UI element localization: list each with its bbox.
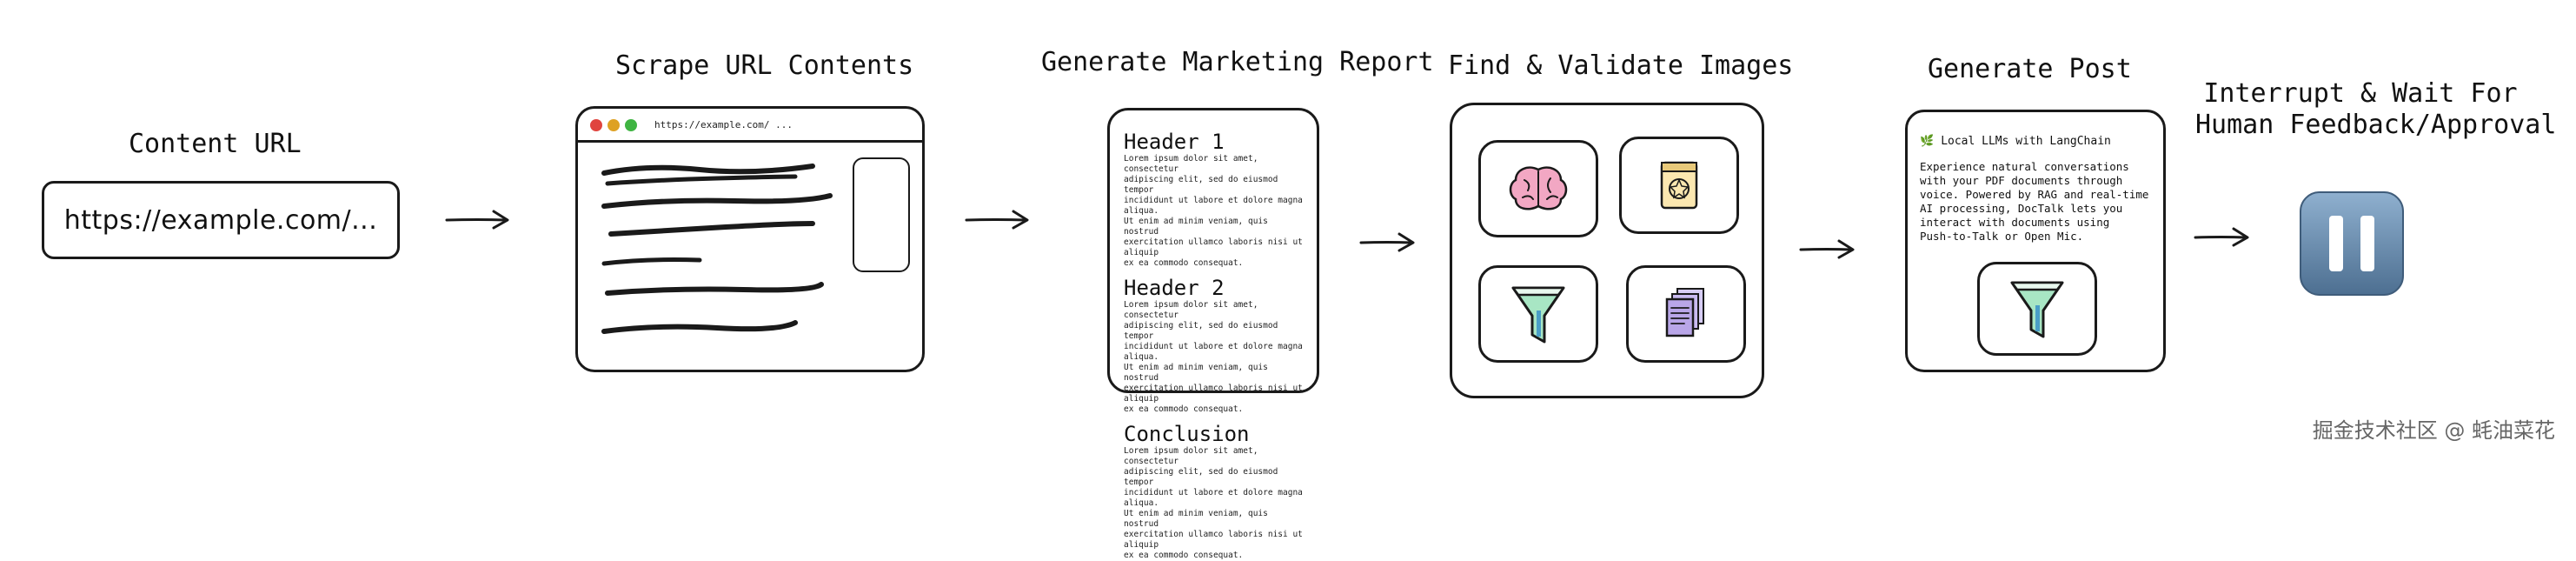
arrow-2-icon	[965, 210, 1029, 230]
plant-icon: 🌿	[1920, 135, 1935, 148]
minimize-dot-icon[interactable]	[607, 119, 620, 131]
approval-title-line-1: Interrupt & Wait For	[2203, 78, 2518, 109]
arrow-4-icon	[1799, 239, 1855, 259]
arrow-3-icon	[1359, 232, 1415, 252]
image-tile-book[interactable]	[1619, 137, 1739, 234]
content-url-box[interactable]: https://example.com/...	[42, 181, 400, 259]
browser-window: https://example.com/ ...	[575, 106, 925, 372]
report-title: Generate Marketing Report	[1041, 47, 1434, 77]
filter-funnel-icon	[1511, 286, 1565, 344]
scrape-title: Scrape URL Contents	[615, 50, 914, 81]
browser-toolbar-divider	[578, 140, 922, 143]
arrow-1-icon	[445, 210, 509, 230]
post-heading: Local LLMs with LangChain	[1941, 135, 2111, 148]
report-document: Header 1 Lorem ipsum dolor sit amet, con…	[1107, 108, 1319, 560]
post-heading-row: 🌿 Local LLMs with LangChain	[1920, 135, 2153, 148]
brain-icon	[1509, 166, 1568, 210]
report-body-1: Lorem ipsum dolor sit amet, consectetur …	[1124, 154, 1303, 268]
image-tile-documents[interactable]	[1626, 265, 1746, 363]
images-panel	[1450, 103, 1764, 398]
report-section-3: Conclusion Lorem ipsum dolor sit amet, c…	[1124, 422, 1305, 561]
watermark: 掘金技术社区 @ 蚝油菜花	[2312, 418, 2555, 443]
image-tile-brain[interactable]	[1478, 140, 1598, 237]
browser-address[interactable]: https://example.com/ ...	[654, 119, 793, 130]
filter-funnel-icon	[2010, 281, 2064, 338]
report-header-2: Header 2	[1124, 276, 1225, 300]
content-url-title: Content URL	[129, 129, 302, 159]
report-section-2: Header 2 Lorem ipsum dolor sit amet, con…	[1124, 276, 1305, 415]
image-tile-filter[interactable]	[1478, 265, 1598, 363]
images-title: Find & Validate Images	[1448, 50, 1794, 81]
report-body-3: Lorem ipsum dolor sit amet, consectetur …	[1124, 446, 1303, 560]
post-card: 🌿 Local LLMs with LangChain Experience n…	[1905, 110, 2166, 372]
browser-window-dots	[590, 119, 637, 131]
pause-button-icon[interactable]	[2298, 190, 2406, 297]
scribble-text-lines	[601, 164, 833, 334]
report-header-3: Conclusion	[1124, 422, 1250, 446]
approval-title-line-2: Human Feedback/Approval	[2195, 110, 2557, 140]
close-dot-icon[interactable]	[590, 119, 602, 131]
maximize-dot-icon[interactable]	[625, 119, 637, 131]
post-title: Generate Post	[1928, 54, 2132, 84]
document-stack-icon	[1665, 288, 1704, 337]
report-header-1: Header 1	[1124, 130, 1225, 154]
browser-sidebar-panel	[853, 157, 910, 272]
report-section-1: Header 1 Lorem ipsum dolor sit amet, con…	[1124, 130, 1305, 269]
post-body: Experience natural conversations with yo…	[1920, 160, 2149, 243]
arrow-5-icon	[2194, 227, 2249, 247]
report-body-2: Lorem ipsum dolor sit amet, consectetur …	[1124, 300, 1303, 414]
book-icon	[1660, 161, 1698, 210]
approval-title: Interrupt & Wait For Human Feedback/Appr…	[2195, 78, 2557, 141]
post-image-tile[interactable]	[1977, 262, 2097, 356]
content-url-text: https://example.com/...	[63, 204, 378, 236]
